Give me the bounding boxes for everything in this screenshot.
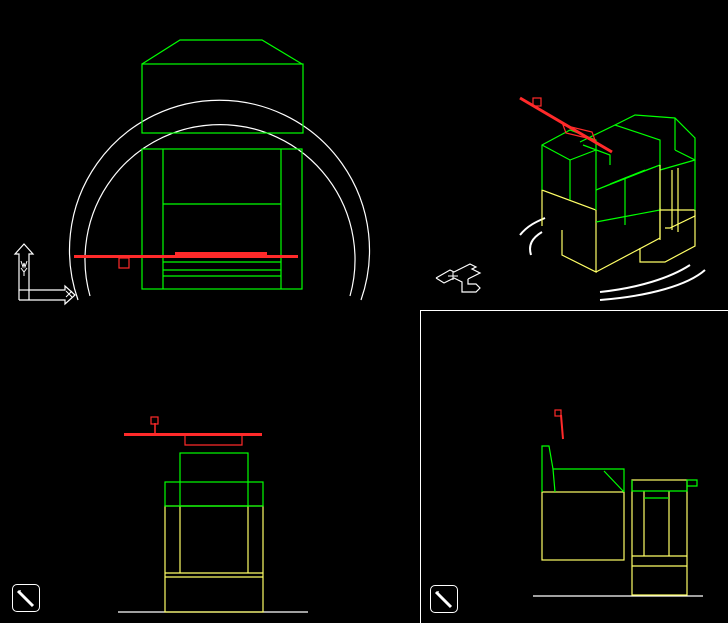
body-block xyxy=(141,148,303,290)
paperspace-pencil-icon[interactable] xyxy=(430,585,458,613)
ucs-axes-icon[interactable] xyxy=(10,240,80,310)
viewport-bottom-left[interactable] xyxy=(0,310,420,623)
viewport-bottom-right[interactable] xyxy=(420,310,728,623)
isometric-view-drawing xyxy=(519,96,706,301)
side-view-drawing xyxy=(533,409,703,597)
paperspace-pencil-icon[interactable] xyxy=(12,584,40,612)
inner-circle xyxy=(84,123,356,297)
canopy-block xyxy=(141,63,304,134)
top-view-drawing xyxy=(68,39,371,301)
ucs-isometric-icon[interactable] xyxy=(432,258,492,298)
red-handle xyxy=(74,255,298,258)
red-handle xyxy=(519,96,613,154)
viewport-top-left[interactable] xyxy=(0,0,420,310)
outer-circle xyxy=(68,99,371,301)
viewport-top-right[interactable] xyxy=(420,0,728,310)
front-view-drawing xyxy=(118,416,308,613)
